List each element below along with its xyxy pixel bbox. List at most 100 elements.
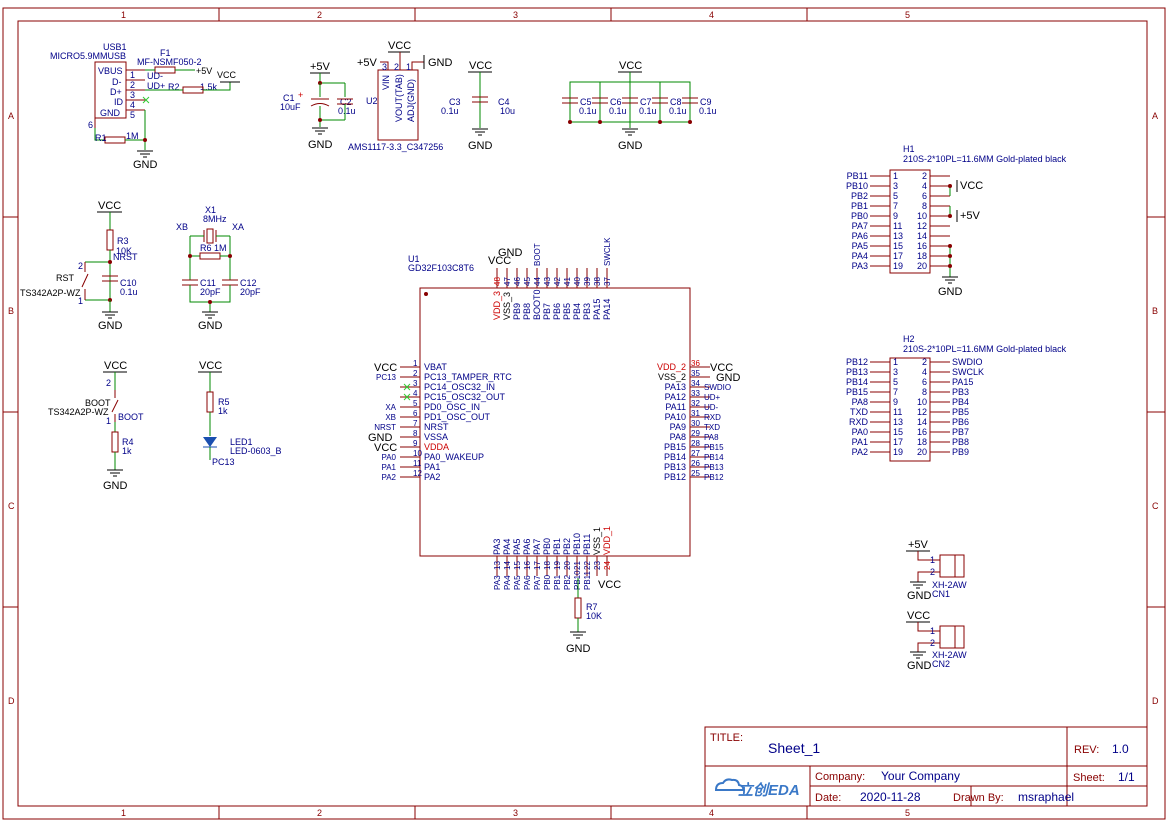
reset-vcc: VCC — [98, 200, 121, 212]
mcu-pin-name: PA0_WAKEUP — [424, 452, 484, 462]
wire-junction — [948, 264, 952, 268]
gnd-c5c9-label: GND — [618, 140, 643, 152]
ldo-pin-num-2: 2 — [394, 62, 399, 72]
header-pin-number: 1 — [893, 357, 898, 367]
noconnect-icon — [403, 393, 411, 401]
mcu-pin-net: PA0 — [381, 453, 396, 462]
wire-junction — [658, 120, 662, 124]
mcu-pin-number: 2 — [413, 369, 418, 378]
wire-junction — [948, 184, 952, 188]
mcu-top-gnd: GND — [498, 247, 523, 259]
r6-value: 1M — [214, 243, 227, 253]
r3-ref: R3 — [117, 236, 129, 246]
cn1-value: XH-2AW — [932, 580, 967, 590]
mcu-pin-net: PA6 — [523, 575, 532, 590]
r6-symbol — [199, 252, 221, 260]
gnd-r7-label: GND — [566, 643, 591, 655]
mcu-pin-number: 4 — [413, 389, 418, 398]
header-pin-number: 18 — [917, 251, 927, 261]
mcu-pin-name: VDDA — [424, 442, 449, 452]
grid-column-label-top: 3 — [513, 10, 518, 20]
mcu-pin-name: PA8 — [670, 432, 686, 442]
mcu-pin-name: PB15 — [664, 442, 686, 452]
grid-column-label-top: 2 — [317, 10, 322, 20]
mcu-pin-name: PB10 — [572, 533, 582, 555]
gnd-reset-icon — [102, 311, 118, 319]
usb-pin-num-6: 6 — [88, 120, 93, 130]
mcu-pin-number: 19 — [553, 561, 562, 570]
r7-value: 10K — [586, 611, 602, 621]
c4-value: 10u — [500, 106, 515, 116]
mcu-pin-number: 33 — [691, 389, 700, 398]
header-pin-number: 7 — [893, 201, 898, 211]
wire-junction — [948, 244, 952, 248]
mcu-pin-net: PB2 — [563, 574, 572, 590]
gnd-usb-icon — [137, 150, 153, 158]
grid-row-label-right: D — [1152, 696, 1159, 706]
grid-column-label-bottom: 3 — [513, 808, 518, 818]
header-pin-net: PA5 — [852, 241, 868, 251]
header-pin-net: PB0 — [851, 211, 868, 221]
mcu-pin-name: PB13 — [664, 462, 686, 472]
header-pin-number: 11 — [893, 221, 902, 231]
grid-row-label-right: A — [1152, 111, 1158, 121]
mcu-pin-number: 43 — [543, 277, 552, 286]
ldo-value: AMS1117-3.3_C347256 — [348, 142, 443, 152]
mcu-body — [419, 287, 691, 557]
mcu-pin-net: PB14 — [704, 453, 724, 462]
mcu-pin-number: 15 — [513, 561, 522, 570]
mcu-pin-name: PA5 — [512, 539, 522, 555]
usb-ref: USB1 — [103, 42, 127, 52]
ldo-ref: U2 — [366, 96, 378, 106]
wire-junction — [948, 254, 952, 258]
mcu-pin-name: VBAT — [424, 362, 447, 372]
led-net: PC13 — [212, 457, 235, 467]
sheet-frame — [2, 7, 1166, 820]
mcu-pin-name: PB14 — [664, 452, 686, 462]
ldo-pin-adj: ADJ(GND) — [406, 79, 416, 122]
gnd-crystal-label: GND — [198, 320, 223, 332]
mcu-pin-name: NRST — [424, 422, 449, 432]
mcu-pin-name: PD0_OSC_IN — [424, 402, 480, 412]
header-pin-net: PB7 — [952, 427, 969, 437]
mcu-pin-number: 37 — [603, 277, 612, 286]
mcu-pin-number: 6 — [413, 409, 418, 418]
mcu-pin-number: 12 — [413, 469, 422, 478]
header-pin-net: PB13 — [846, 367, 868, 377]
mcu-pin-number: 38 — [593, 277, 602, 286]
header-pin-net: VCC — [960, 180, 983, 192]
header-pin-number: 15 — [893, 427, 903, 437]
mcu-pin-net: TXD — [704, 423, 720, 432]
sheet-label: Sheet: — [1073, 772, 1105, 784]
gnd-c3c4-label: GND — [468, 140, 493, 152]
header-pin-number: 16 — [917, 241, 927, 251]
c2-value: 0.1u — [338, 106, 356, 116]
usb-pin-num-3: 3 — [130, 90, 135, 100]
c8-ref: C8 — [670, 97, 682, 107]
usb-net-vcc: VCC — [217, 70, 237, 80]
c5-value: 0.1u — [579, 106, 597, 116]
wire-junction — [568, 120, 572, 124]
mcu-pin-name: PB0 — [542, 538, 552, 555]
mcu-pin-number: 30 — [691, 419, 700, 428]
mcu-pin-number: 8 — [413, 429, 418, 438]
mcu-pin-name: PB6 — [552, 303, 562, 320]
ldo-gnd-label: GND — [428, 57, 453, 69]
grid-column-label-bottom: 4 — [709, 808, 714, 818]
header-pin-number: 5 — [893, 377, 898, 387]
cn2-net: VCC — [907, 610, 930, 622]
fuse-value: MF-NSMF050-2 — [137, 57, 202, 67]
mcu-pin-name: PC14_OSC32_IN — [424, 382, 495, 392]
grid-row-label-left: A — [8, 111, 14, 121]
header-pin-number: 8 — [922, 201, 927, 211]
mcu-pin-number: 47 — [503, 277, 512, 286]
mcu-pin-net: PA4 — [503, 575, 512, 590]
mcu-pin-name: PA2 — [424, 472, 440, 482]
header-pin-net: PB8 — [952, 437, 969, 447]
grid-column-label-top: 1 — [121, 10, 126, 20]
c6-ref: C6 — [610, 97, 622, 107]
header-pin-number: 12 — [917, 221, 927, 231]
